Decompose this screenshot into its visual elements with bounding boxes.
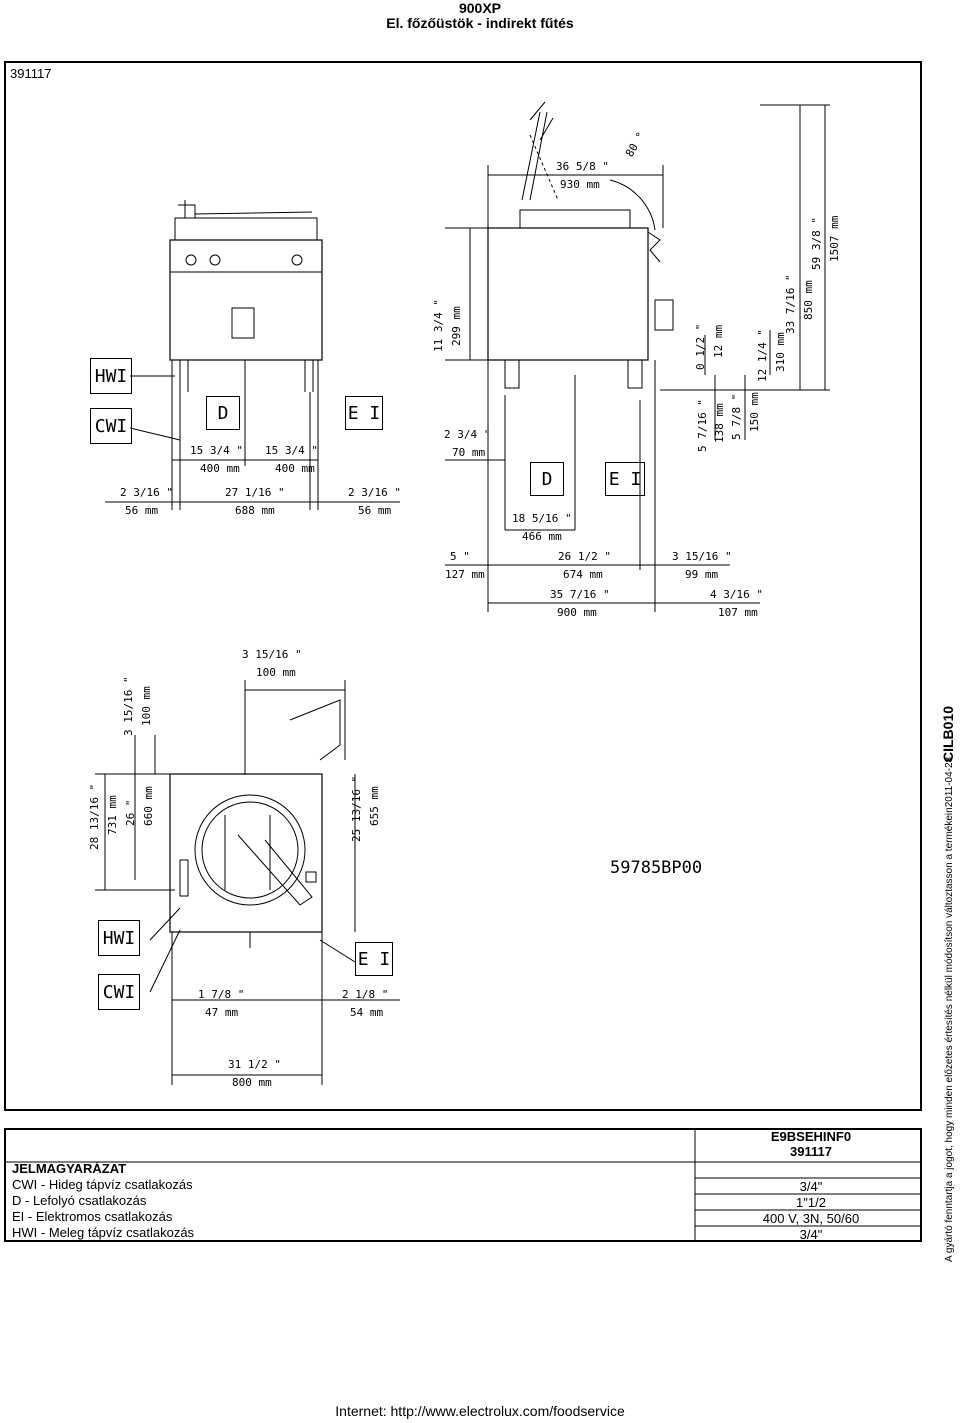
- legend-heading: JELMAGYARÁZAT: [12, 1161, 127, 1176]
- dim-side-l7-in: 4 3/16 ": [710, 588, 763, 601]
- dim-side-v2-mm: 138 mm: [713, 403, 726, 443]
- legend-model-code: E9BSEHINF0: [770, 1129, 852, 1144]
- label-d-front: D: [206, 396, 240, 430]
- legend-row-label: EI - Elektromos csatlakozás: [12, 1209, 173, 1224]
- label-hwi-front: HWI: [90, 358, 132, 394]
- label-cwi-front: CWI: [90, 408, 132, 444]
- dim-side-l1-mm: 70 mm: [452, 446, 486, 459]
- label-ei-side: E I: [605, 462, 645, 496]
- dim-side-l5-in: 3 15/16 ": [672, 550, 732, 563]
- dim-top-s2-mm: 731 mm: [106, 795, 119, 835]
- dim-front-a-in: 15 3/4 ": [190, 444, 243, 457]
- dim-side-v4-in: 12 1/4 ": [756, 329, 769, 382]
- dim-front-d-mm: 688 mm: [235, 504, 275, 517]
- dim-top-t1-mm: 100 mm: [256, 666, 296, 679]
- dim-side-v2-in: 5 7/16 ": [696, 399, 709, 452]
- dim-side-l2-in: 18 5/16 ": [512, 512, 572, 525]
- legend-row-label: HWI - Meleg tápvíz csatlakozás: [12, 1225, 195, 1240]
- drawing-frame: [4, 61, 922, 1111]
- label-ei-front: E I: [345, 396, 383, 430]
- dim-top-b3-in: 31 1/2 ": [228, 1058, 281, 1071]
- dim-side-l4-mm: 674 mm: [563, 568, 603, 581]
- dim-side-v3-mm: 150 mm: [748, 392, 761, 432]
- dim-side-v4-mm: 310 mm: [774, 332, 787, 372]
- dim-front-b-in: 15 3/4 ": [265, 444, 318, 457]
- legend-row-value: 3/4": [799, 1227, 823, 1242]
- dim-top-s1-mm: 100 mm: [140, 686, 153, 726]
- side-note: A gyártó fenntartja a jogot, hogy minden…: [944, 756, 955, 1262]
- dim-side-l3-in: 5 ": [450, 550, 470, 563]
- dim-top-b1-mm: 47 mm: [205, 1006, 239, 1019]
- dim-side-l6-mm: 900 mm: [557, 606, 597, 619]
- dim-top-b1-in: 1 7/8 ": [198, 988, 245, 1001]
- dim-side-l4-in: 26 1/2 ": [558, 550, 611, 563]
- dim-front-e-in: 2 3/16 ": [348, 486, 401, 499]
- dim-top-s2-in: 28 13/16 ": [88, 783, 101, 850]
- dim-side-h1-in: 11 3/4 ": [432, 299, 445, 352]
- dim-top-s4-in: 25 13/16 ": [350, 775, 363, 842]
- dim-side-v5-mm: 850 mm: [802, 280, 815, 320]
- dim-top-s1-in: 3 15/16 ": [122, 676, 135, 736]
- legend-row-label: D - Lefolyó csatlakozás: [12, 1193, 147, 1208]
- header-model: 900XP: [458, 0, 502, 16]
- dim-top-s3-mm: 660 mm: [142, 786, 155, 826]
- legend-row-value: 1"1/2: [796, 1195, 826, 1210]
- dim-side-v5-in: 33 7/16 ": [784, 274, 797, 334]
- dim-side-top-mm: 930 mm: [560, 178, 600, 191]
- dim-side-l3-mm: 127 mm: [445, 568, 485, 581]
- dim-front-d-in: 27 1/16 ": [225, 486, 285, 499]
- dim-front-e-mm: 56 mm: [358, 504, 392, 517]
- legend-model-num: 391117: [790, 1144, 832, 1159]
- dim-side-v1-in: 0 1/2 ": [694, 323, 707, 370]
- legend-row-value: 400 V, 3N, 50/60: [762, 1211, 860, 1226]
- dim-top-s4-mm: 655 mm: [368, 786, 381, 826]
- dim-top-s3-in: 26 ": [124, 799, 137, 827]
- legend-table: E9BSEHINF0 391117 JELMAGYARÁZAT CWI - Hi…: [4, 1128, 922, 1242]
- legend-row-label: CWI - Hideg tápvíz csatlakozás: [12, 1177, 193, 1192]
- dim-side-v6-mm: 1507 mm: [828, 215, 841, 262]
- dim-side-l2-mm: 466 mm: [522, 530, 562, 543]
- dim-top-b2-mm: 54 mm: [350, 1006, 384, 1019]
- dim-front-c-in: 2 3/16 ": [120, 486, 173, 499]
- dim-side-l6-in: 35 7/16 ": [550, 588, 610, 601]
- dim-side-l1-in: 2 3/4 ": [444, 428, 491, 441]
- dim-side-h1-mm: 299 mm: [450, 306, 463, 346]
- label-cwi-top: CWI: [98, 974, 140, 1010]
- dim-top-b3-mm: 800 mm: [232, 1076, 272, 1089]
- dim-side-v1-mm: 12 mm: [712, 324, 725, 358]
- drawing-code: 59785BP00: [610, 858, 703, 878]
- dim-front-a-mm: 400 mm: [200, 462, 240, 475]
- frame-code: 391117: [10, 66, 52, 81]
- dim-side-v6-in: 59 3/8 ": [810, 217, 823, 270]
- footer-url: Internet: http://www.electrolux.com/food…: [335, 1403, 625, 1419]
- dim-front-c-mm: 56 mm: [125, 504, 159, 517]
- dim-top-t1-in: 3 15/16 ": [242, 648, 302, 661]
- label-ei-top: E I: [355, 942, 393, 976]
- dim-side-l5-mm: 99 mm: [685, 568, 719, 581]
- dim-front-b-mm: 400 mm: [275, 462, 315, 475]
- legend-row-value: 3/4": [799, 1179, 823, 1194]
- header-title: El. főzőüstök - indirekt fűtés: [386, 15, 574, 31]
- side-code: CILB010: [940, 705, 956, 762]
- dim-side-l7-mm: 107 mm: [718, 606, 758, 619]
- label-d-side: D: [530, 462, 564, 496]
- dim-side-top-in: 36 5/8 ": [556, 160, 609, 173]
- label-hwi-top: HWI: [98, 920, 140, 956]
- dim-side-v3-in: 5 7/8 ": [730, 393, 743, 440]
- dim-top-b2-in: 2 1/8 ": [342, 988, 389, 1001]
